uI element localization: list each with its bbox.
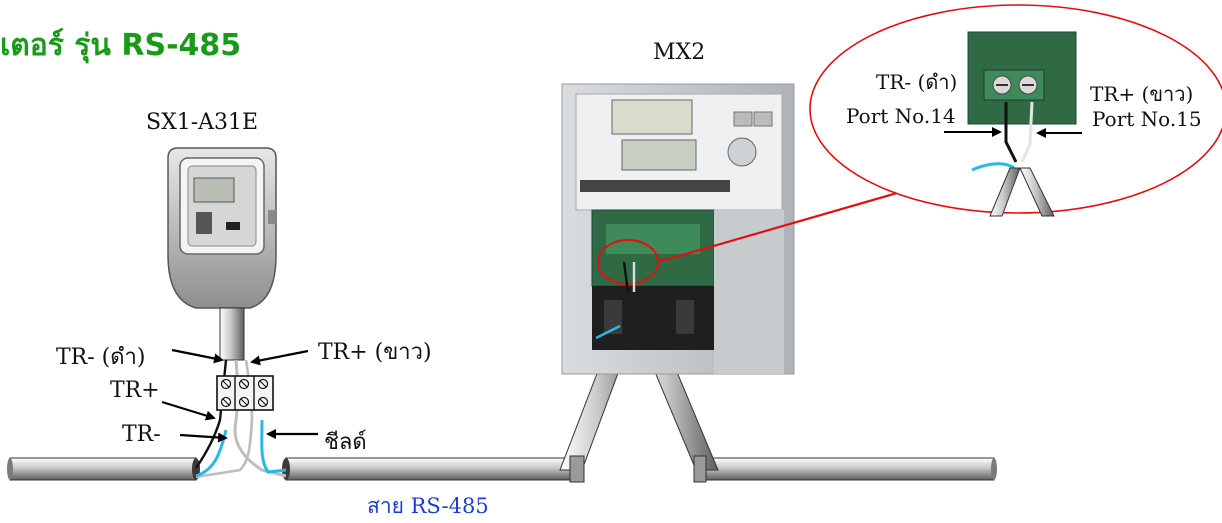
label-shield: ชีลด์ [324, 430, 367, 455]
cable-caption: สาย RS-485 [367, 494, 489, 518]
meter-sx1-label: SX1-A31E [146, 110, 259, 135]
label-tr-plus-white: TR+ (ขาว) [318, 340, 432, 365]
terminal-block [216, 375, 274, 411]
meter-mx2 [561, 83, 795, 375]
zoom-label-port-14: Port No.14 [846, 104, 956, 128]
zoom-label-tr-minus: TR- (ดำ) [876, 70, 958, 94]
callout-arrows [161, 348, 318, 443]
zoom-detail [809, 4, 1222, 217]
label-tr-minus-black: TR- (ดำ) [56, 345, 146, 370]
meter-sx1 [167, 147, 277, 361]
label-tr-plus: TR+ [110, 378, 160, 403]
meter-mx2-label: MX2 [653, 40, 706, 65]
zoom-label-port-15: Port No.15 [1092, 107, 1202, 131]
label-tr-minus: TR- [122, 422, 161, 447]
zoom-label-tr-plus: TR+ (ขาว) [1090, 82, 1194, 106]
page-title: ิเตอร์ รุ่น RS-485 [0, 28, 242, 63]
